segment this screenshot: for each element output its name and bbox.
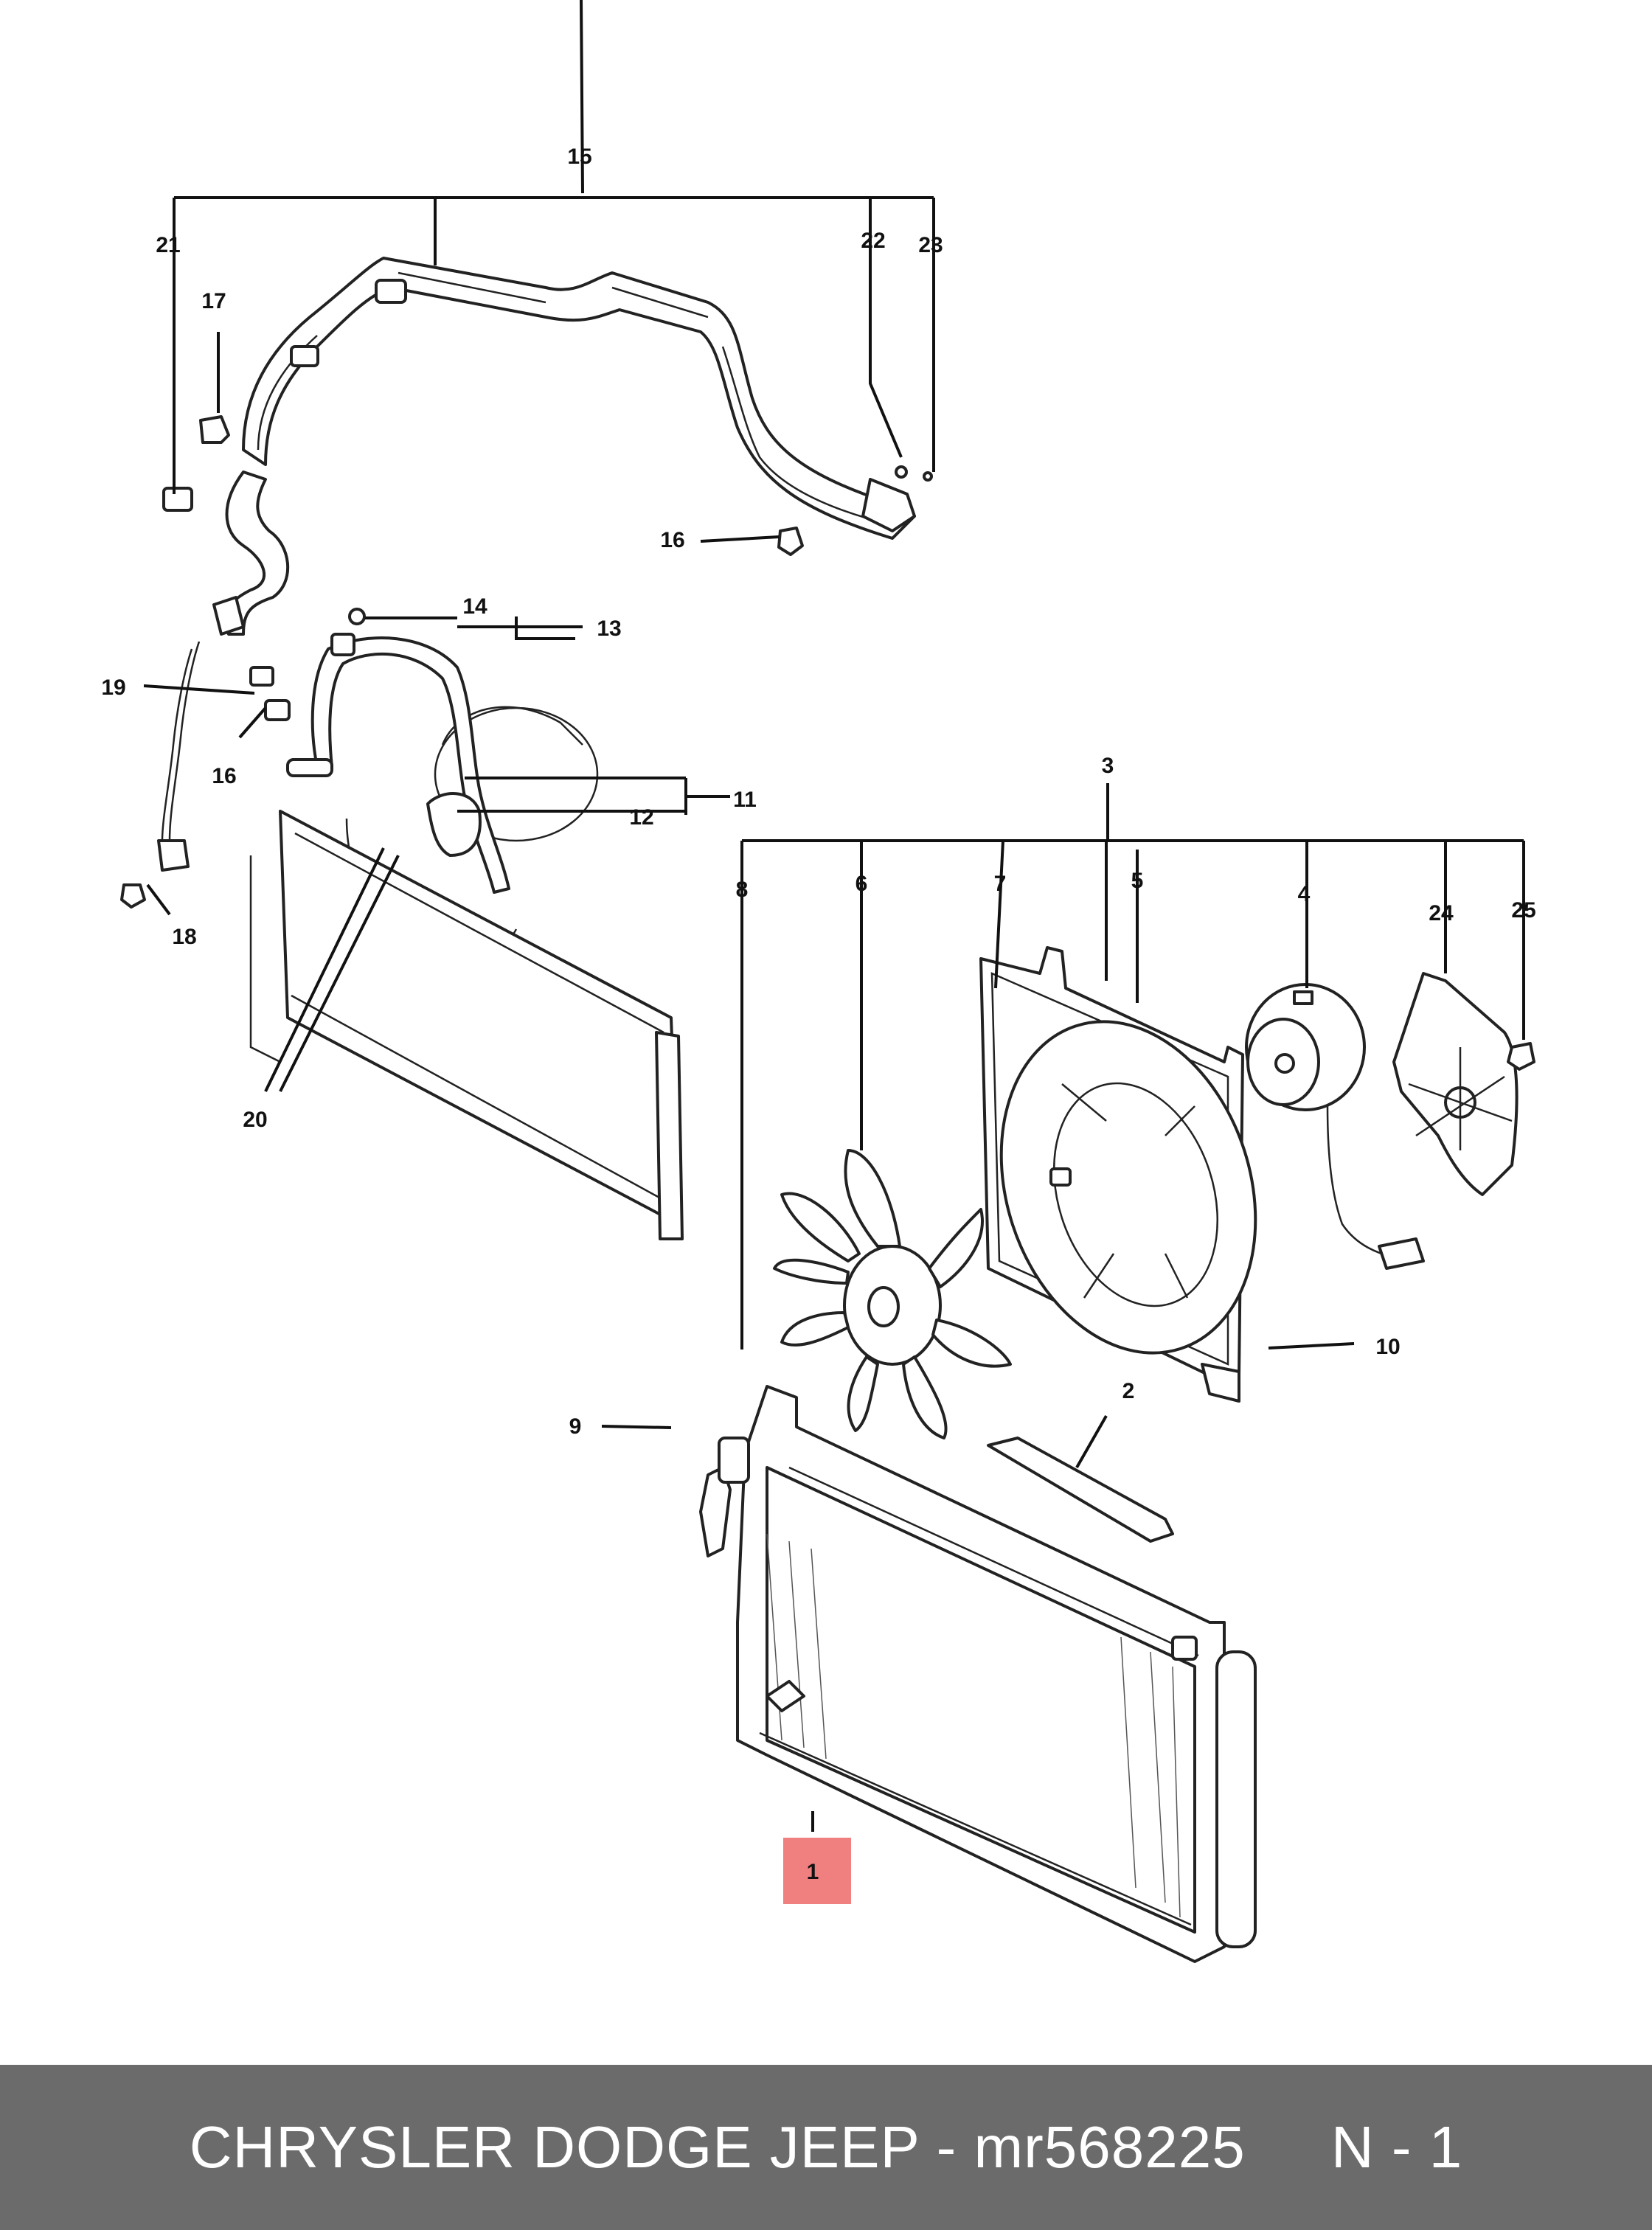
footer-bar: CHRYSLER DODGE JEEP - mr568225 N - 1: [0, 2065, 1652, 2230]
callout-7: 7: [994, 872, 1007, 896]
callout-15: 15: [567, 145, 591, 169]
ac-hose-assembly: [157, 257, 916, 872]
fan-shroud: [979, 946, 1257, 1403]
callout-13: 13: [597, 616, 621, 641]
compressor-and-condenser-ghost: [249, 706, 684, 1240]
highlight-box: [783, 1838, 851, 1904]
callout-11: 11: [733, 788, 757, 812]
callout-16-left: 16: [212, 764, 236, 788]
fan-motor: [1245, 983, 1425, 1270]
callout-10: 10: [1375, 1335, 1400, 1359]
callout-17: 17: [201, 289, 226, 313]
callout-19: 19: [101, 675, 125, 700]
condenser: [699, 1385, 1257, 1963]
discharge-hoses: [286, 633, 510, 894]
callout-8: 8: [736, 878, 749, 902]
callout-18: 18: [172, 925, 196, 949]
callout-20: 20: [243, 1108, 267, 1132]
callout-3: 3: [1102, 754, 1114, 778]
callout-16-top: 16: [660, 528, 684, 552]
callout-5: 5: [1131, 869, 1144, 893]
callout-14: 14: [462, 594, 487, 619]
callout-9: 9: [569, 1414, 582, 1439]
motor-bracket: [1392, 972, 1535, 1196]
callout-22: 22: [861, 229, 885, 253]
callout-21: 21: [156, 233, 180, 257]
fittings: [120, 415, 933, 909]
callout-23: 23: [918, 233, 943, 257]
leader-lines: [143, 0, 1525, 1832]
callout-labels: 15 21 22 23 17 16 14 13 19 16 11 12 18 2…: [101, 145, 1535, 1884]
air-deflector: [987, 1437, 1174, 1543]
callout-1: 1: [807, 1860, 819, 1884]
callout-12: 12: [629, 805, 653, 830]
callout-4: 4: [1298, 882, 1311, 906]
callout-6: 6: [856, 872, 868, 896]
callout-24: 24: [1429, 901, 1454, 925]
parts-diagram: 15 21 22 23 17 16 14 13 19 16 11 12 18 2…: [101, 0, 1536, 1963]
callout-25: 25: [1511, 898, 1535, 923]
part-number-caption: CHRYSLER DODGE JEEP - mr568225 N - 1: [189, 2114, 1463, 2180]
cooling-fan: [773, 1149, 1012, 1439]
callout-2: 2: [1122, 1379, 1135, 1403]
